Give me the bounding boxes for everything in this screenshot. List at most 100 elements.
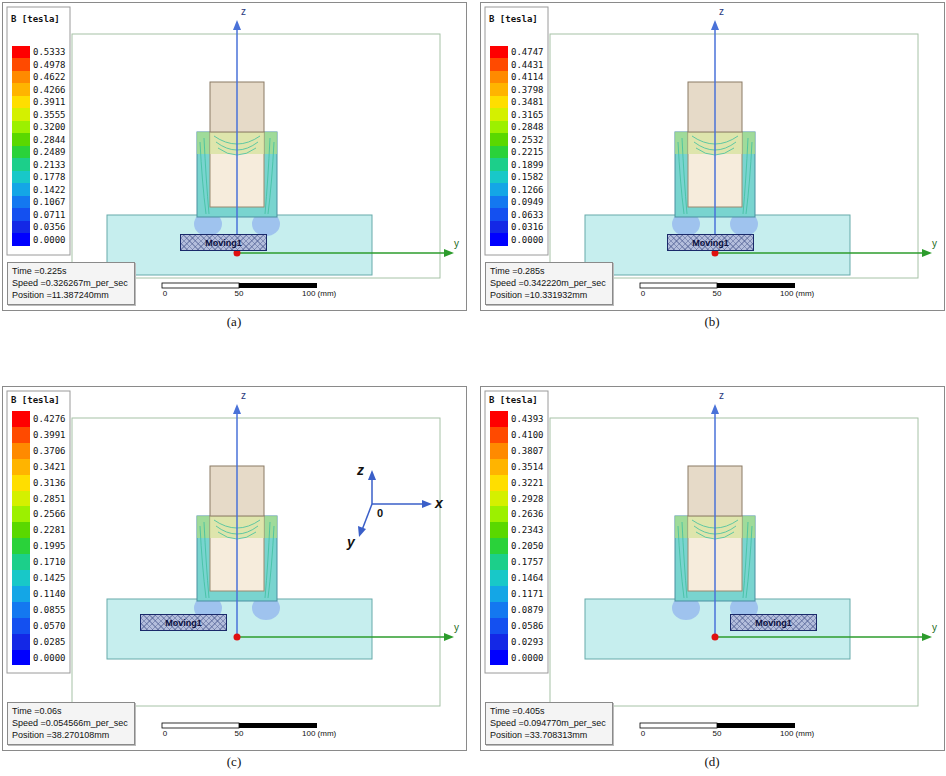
color-swatch xyxy=(490,522,508,538)
legend-value: 0.1778 xyxy=(33,171,66,183)
model xyxy=(107,404,454,659)
panel xyxy=(481,387,945,751)
legend-title: B [tesla] xyxy=(11,14,60,24)
moving-part: Moving1 xyxy=(667,234,754,251)
legend-value: 0.3481 xyxy=(511,96,544,108)
part-name: Moving1 xyxy=(755,618,792,628)
legend-value: 0.2343 xyxy=(511,524,544,536)
axis-label: y xyxy=(932,238,937,249)
color-swatch xyxy=(490,196,508,209)
scale-bar xyxy=(162,283,239,288)
scale-label: 100 (mm) xyxy=(302,289,336,298)
scale-label: 50 xyxy=(713,729,722,738)
color-swatch xyxy=(490,443,508,459)
color-swatch xyxy=(490,108,508,121)
scale-label: 100 (mm) xyxy=(302,729,336,738)
panel-frame xyxy=(3,387,467,751)
legend-value: 0.2489 xyxy=(33,146,66,158)
legend-value: 0.3514 xyxy=(511,461,544,473)
color-swatch xyxy=(490,475,508,491)
color-swatch xyxy=(12,121,30,134)
color-swatch xyxy=(12,83,30,96)
legend-value: 0.2050 xyxy=(511,540,544,552)
panel-caption: (a) xyxy=(227,314,241,330)
legend-value: 0.4393 xyxy=(511,413,544,425)
scale-bar xyxy=(717,723,795,728)
legend-value: 0.4431 xyxy=(511,59,544,71)
color-swatch xyxy=(490,634,508,650)
legend-value: 0.4266 xyxy=(33,84,66,96)
legend-value: 0.0000 xyxy=(511,234,544,246)
panel-caption: (c) xyxy=(227,754,241,770)
legend-value: 0.0570 xyxy=(33,620,66,632)
panel-caption: (d) xyxy=(704,754,719,770)
status-line: Time =0.285s xyxy=(490,265,606,277)
legend-value: 0.3911 xyxy=(33,96,66,108)
legend-value: 0.0316 xyxy=(511,221,544,233)
triad-label: y xyxy=(347,534,355,550)
color-swatch xyxy=(12,538,30,554)
triad-label: x xyxy=(435,495,443,511)
status-box: Time =0.225sSpeed =0.326267m_per_secPosi… xyxy=(7,262,135,305)
color-swatch xyxy=(490,618,508,634)
color-swatch xyxy=(490,427,508,443)
color-swatch xyxy=(12,570,30,586)
legend-value: 0.0711 xyxy=(33,209,66,221)
legend-value: 0.2215 xyxy=(511,146,544,158)
legend-value: 0.0293 xyxy=(511,636,544,648)
panel-caption: (b) xyxy=(704,314,719,330)
color-swatch xyxy=(490,233,508,246)
status-box: Time =0.06sSpeed =0.054566m_per_secPosit… xyxy=(7,702,135,745)
legend-value: 0.0855 xyxy=(33,604,66,616)
scale-label: 0 xyxy=(641,729,645,738)
legend-value: 0.0000 xyxy=(511,652,544,664)
legend-frame xyxy=(7,391,70,673)
color-swatch xyxy=(490,58,508,71)
legend-value: 0.1710 xyxy=(33,556,66,568)
color-swatch xyxy=(490,459,508,475)
status-line: Position =38.270108mm xyxy=(12,729,128,741)
legend-value: 0.1464 xyxy=(511,572,544,584)
color-swatch xyxy=(12,602,30,618)
panel-frame xyxy=(481,387,945,751)
legend-value: 0.2281 xyxy=(33,524,66,536)
color-swatch xyxy=(490,83,508,96)
legend-value: 0.2532 xyxy=(511,134,544,146)
color-swatch xyxy=(12,71,30,84)
triad-label: 0 xyxy=(377,507,383,519)
legend-value: 0.0949 xyxy=(511,196,544,208)
color-swatch xyxy=(12,491,30,507)
legend-value: 0.3136 xyxy=(33,477,66,489)
color-swatch xyxy=(490,491,508,507)
color-swatch xyxy=(12,46,30,59)
scale-bar xyxy=(239,723,317,728)
color-swatch xyxy=(12,506,30,522)
color-swatch xyxy=(490,146,508,159)
status-line: Position =33.708313mm xyxy=(490,729,606,741)
axis-label: z xyxy=(719,6,724,17)
color-swatch xyxy=(490,121,508,134)
legend-value: 0.1757 xyxy=(511,556,544,568)
status-line: Position =10.331932mm xyxy=(490,289,606,301)
status-line: Speed =0.342220m_per_sec xyxy=(490,277,606,289)
legend-value: 0.0285 xyxy=(33,636,66,648)
legend-value: 0.1899 xyxy=(511,159,544,171)
legend-value: 0.2636 xyxy=(511,508,544,520)
legend-value: 0.4114 xyxy=(511,71,544,83)
legend-value: 0.2844 xyxy=(33,134,66,146)
status-line: Time =0.06s xyxy=(12,705,128,717)
legend-value: 0.2566 xyxy=(33,508,66,520)
legend-value: 0.3421 xyxy=(33,461,66,473)
color-swatch xyxy=(490,46,508,59)
color-swatch xyxy=(12,650,30,666)
color-swatch xyxy=(12,58,30,71)
scale-label: 50 xyxy=(235,729,244,738)
color-swatch xyxy=(490,208,508,221)
color-swatch xyxy=(12,208,30,221)
status-box: Time =0.405sSpeed =0.094770m_per_secPosi… xyxy=(485,702,613,745)
legend-value: 0.0879 xyxy=(511,604,544,616)
legend-title: B [tesla] xyxy=(489,14,538,24)
color-swatch xyxy=(12,171,30,184)
legend-value: 0.3221 xyxy=(511,477,544,489)
